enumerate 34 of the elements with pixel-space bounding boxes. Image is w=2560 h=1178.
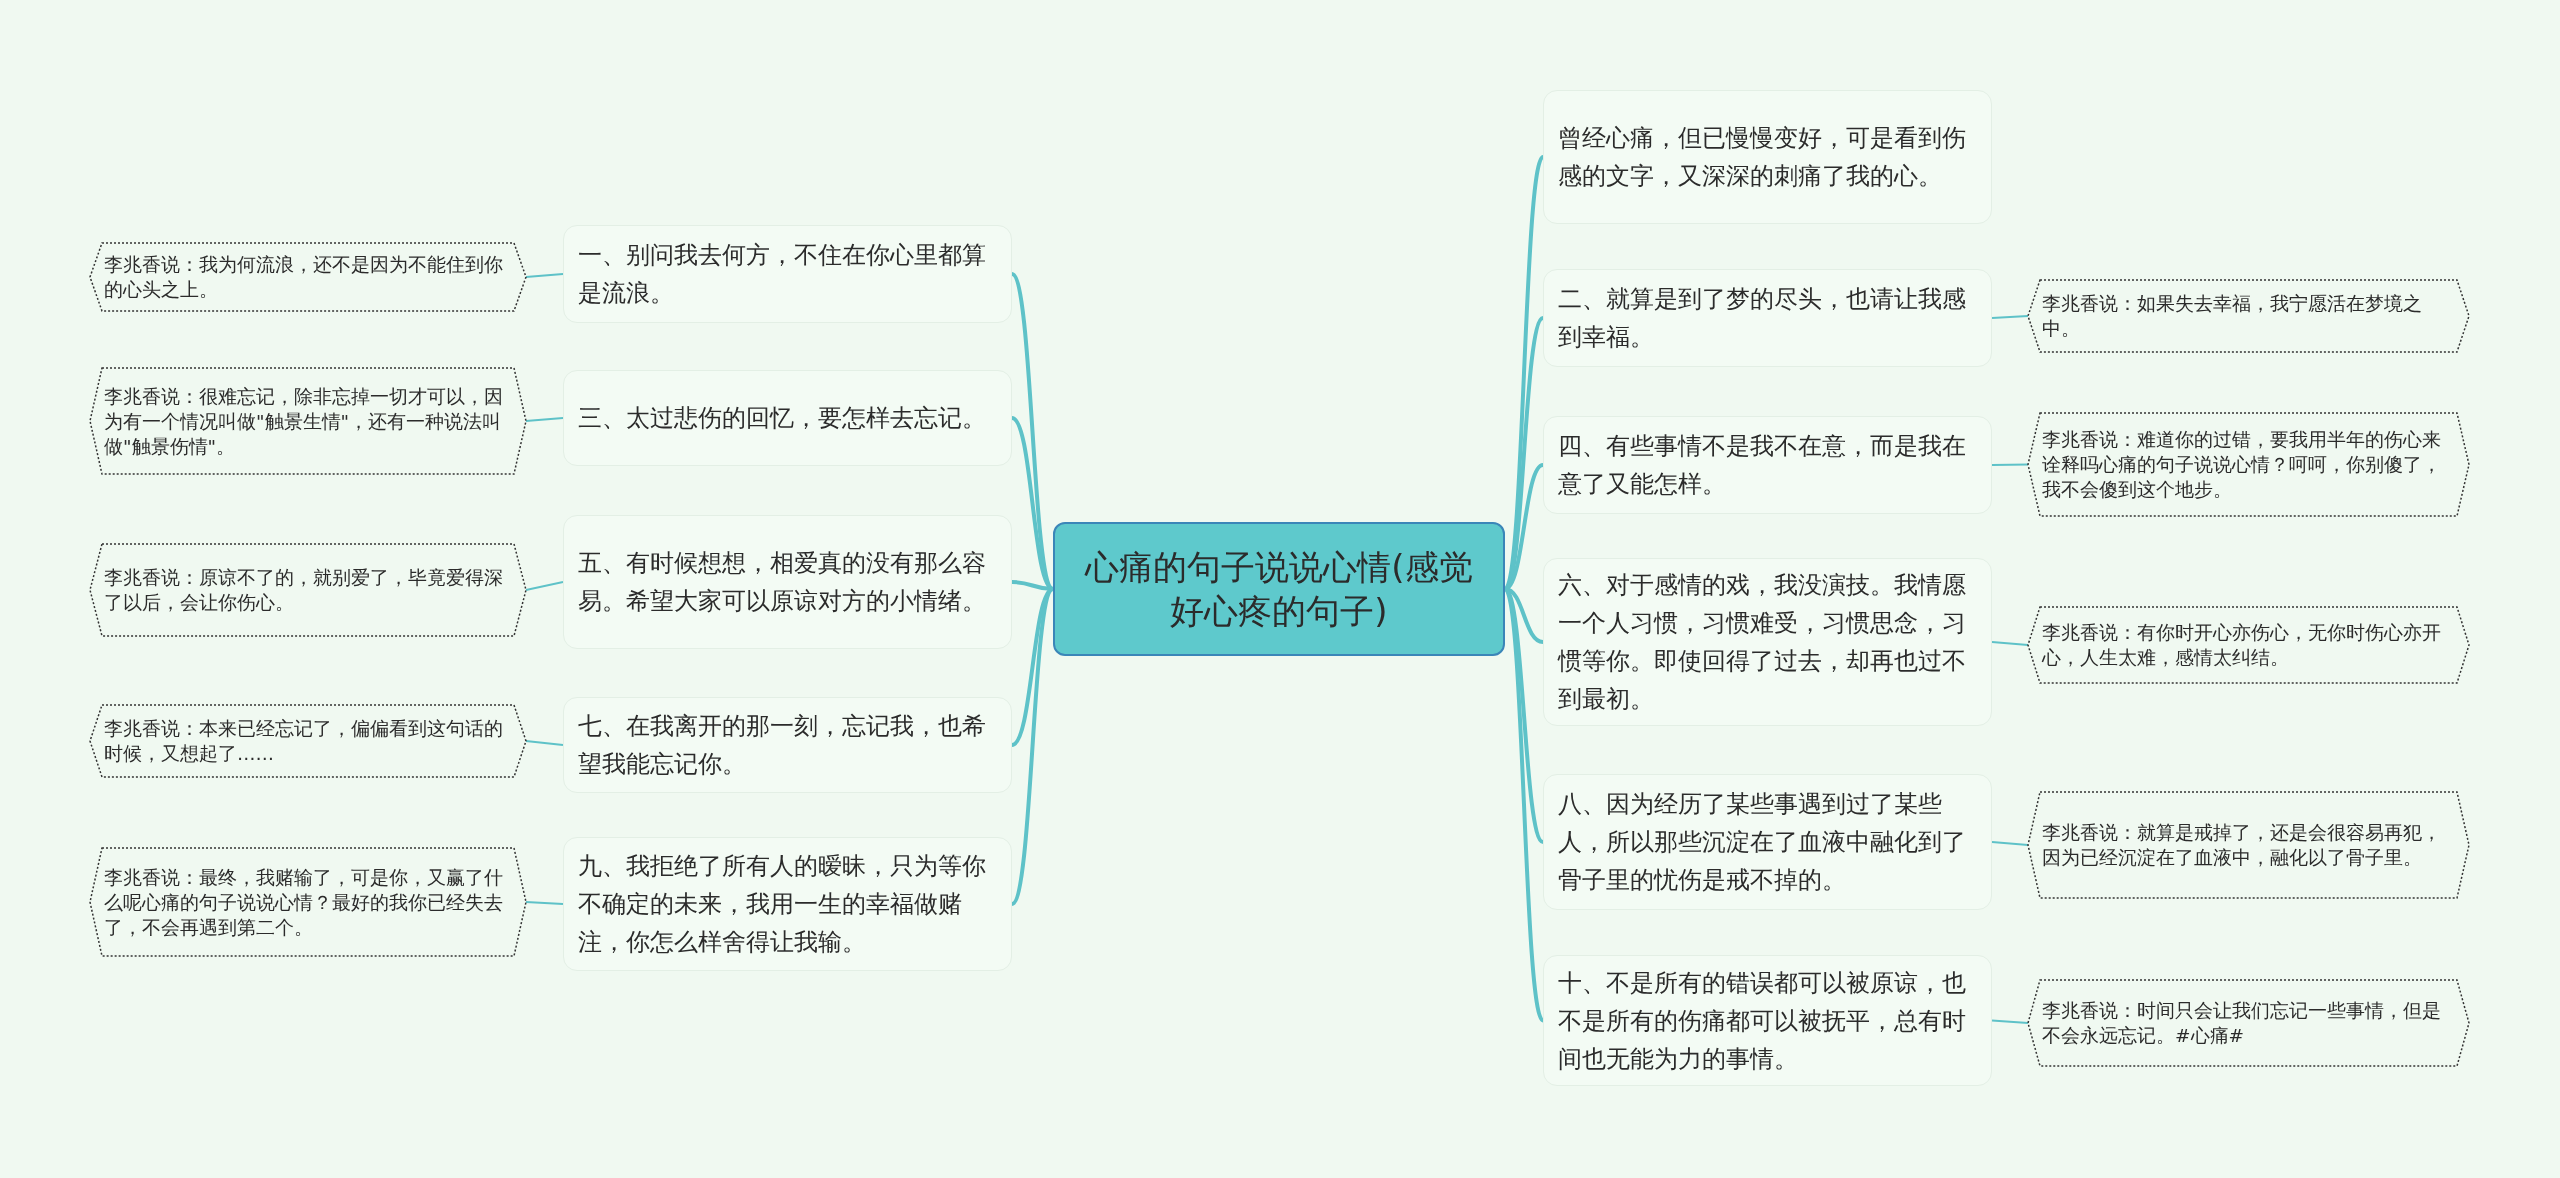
connector-line	[525, 901, 564, 905]
connector-line	[1991, 315, 2029, 319]
topic-box: 八、因为经历了某些事遇到过了某些人，所以那些沉淀在了血液中融化到了骨子里的忧伤是戒不掉的。	[1543, 774, 1992, 910]
topic-box: 九、我拒绝了所有人的暧昧，只为等你不确定的未来，我用一生的幸福做赌注，你怎么样舍得让我输。	[563, 837, 1012, 971]
topic-box: 十、不是所有的错误都可以被原谅，也不是所有的伤痛都可以被抚平，总有时间也无能为力的事情。	[1543, 955, 1992, 1086]
connector-line	[1991, 463, 2029, 466]
connector-line	[1503, 156, 1545, 590]
connector-line	[525, 273, 564, 278]
connector-line	[1503, 588, 1545, 1022]
note-box: 李兆香说：有你时开心亦伤心，无你时伤心亦开心，人生太难，感情太纠结。	[2028, 607, 2469, 683]
note-box: 李兆香说：本来已经忘记了，偏偏看到这句话的时候，又想起了……	[90, 705, 526, 777]
note-box: 李兆香说：我为何流浪，还不是因为不能住到你的心头之上。	[90, 243, 526, 311]
topic-box: 五、有时候想想，相爱真的没有那么容易。希望大家可以原谅对方的小情绪。	[563, 515, 1012, 649]
connector-line	[525, 581, 564, 591]
connector-line	[1991, 841, 2029, 846]
note-box: 李兆香说：如果失去幸福，我宁愿活在梦境之中。	[2028, 280, 2469, 352]
topic-box: 六、对于感情的戏，我没演技。我情愿一个人习惯，习惯难受，习惯思念，习惯等你。即使回得了过去，却再也过不到最初。	[1543, 558, 1992, 726]
connector-line	[1991, 1019, 2029, 1024]
connector-line	[525, 740, 564, 746]
topic-box: 三、太过悲伤的回忆，要怎样去忘记。	[563, 370, 1012, 466]
note-box: 李兆香说：原谅不了的，就别爱了，毕竟爱得深了以后，会让你伤心。	[90, 544, 526, 636]
central-topic-box: 心痛的句子说说心情(感觉好心疼的句子)	[1053, 522, 1505, 656]
topic-box: 七、在我离开的那一刻，忘记我，也希望我能忘记你。	[563, 697, 1012, 793]
connector-line	[525, 417, 564, 422]
note-box: 李兆香说：难道你的过错，要我用半年的伤心来诠释吗心痛的句子说说心情？呵呵，你别傻了，我不会傻到这个地步。	[2028, 413, 2469, 516]
note-box: 李兆香说：最终，我赌输了，可是你，又赢了什么呢心痛的句子说说心情？最好的我你已经失去了，不会再遇到第二个。	[90, 848, 526, 956]
topic-box: 一、别问我去何方，不住在你心里都算是流浪。	[563, 225, 1012, 323]
connector-line	[1991, 641, 2029, 646]
topic-box: 二、就算是到了梦的尽头，也请让我感到幸福。	[1543, 269, 1992, 367]
note-box: 李兆香说：就算是戒掉了，还是会很容易再犯，因为已经沉淀在了血液中，融化以了骨子里。	[2028, 792, 2469, 898]
note-box: 李兆香说：时间只会让我们忘记一些事情，但是不会永远忘记。#心痛#	[2028, 980, 2469, 1066]
topic-box: 四、有些事情不是我不在意，而是我在意了又能怎样。	[1543, 416, 1992, 514]
note-box: 李兆香说：很难忘记，除非忘掉一切才可以，因为有一个情况叫做"触景生情"，还有一种说法叫做"触景伤情"。	[90, 368, 526, 474]
topic-box: 曾经心痛，但已慢慢变好，可是看到伤感的文字，又深深的刺痛了我的心。	[1543, 90, 1992, 224]
